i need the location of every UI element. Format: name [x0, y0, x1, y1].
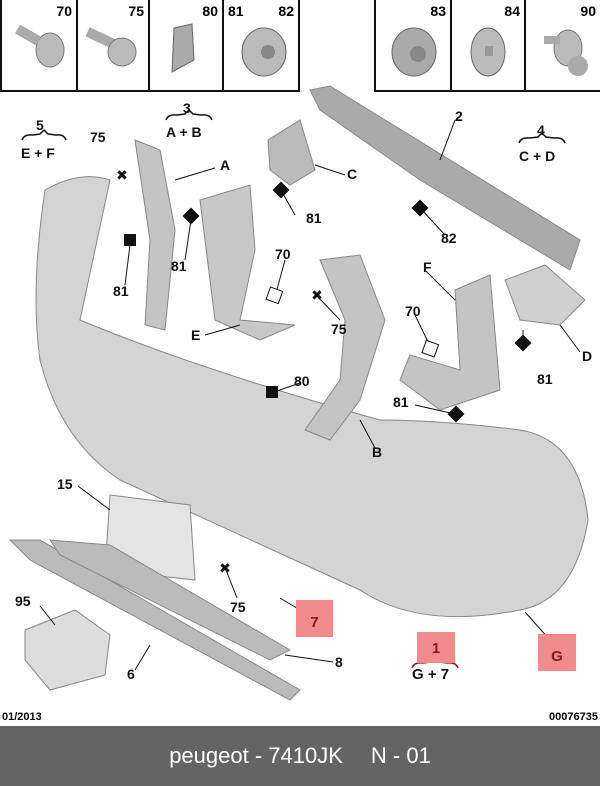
- callout-82: 82: [441, 230, 457, 246]
- bracket-e: [199, 184, 296, 341]
- exploded-diagram: ✖ ✖ ✖: [8, 85, 589, 701]
- callout-A: A: [220, 157, 231, 173]
- callout-80: 80: [294, 373, 310, 389]
- diagram-date: 01/2013: [2, 711, 42, 723]
- callout-81: 81: [537, 371, 553, 387]
- highlight-part-7[interactable]: 7: [296, 600, 333, 637]
- push-clip-icon: [544, 29, 588, 76]
- screw-icon: [85, 27, 137, 67]
- svg-text:✖: ✖: [219, 561, 231, 577]
- lower-trim-8: [49, 539, 292, 661]
- clip-nut-icon: [171, 23, 195, 73]
- fastener-box-90[interactable]: 90: [524, 0, 600, 92]
- bracket-b: [304, 254, 386, 441]
- bumper-cover: [35, 176, 589, 618]
- footer-page: N - 01: [370, 743, 431, 768]
- washer-icon: [470, 27, 506, 77]
- bracket-f: [399, 274, 501, 411]
- fastener-box-80[interactable]: 80: [148, 0, 224, 92]
- fastener-box-83[interactable]: 83: [374, 0, 452, 92]
- flange-nut-icon: [241, 27, 287, 77]
- nut-icon: [391, 27, 437, 77]
- svg-text:✖: ✖: [311, 288, 323, 304]
- fastener-box-70[interactable]: 70: [0, 0, 78, 92]
- callout-3-sub: A + B: [166, 124, 202, 140]
- callout-70: 70: [275, 246, 291, 262]
- clip-kit-95: [24, 609, 111, 691]
- footer-part-number: peugeot - 7410JK: [169, 743, 343, 768]
- leader-lines: [39, 119, 581, 671]
- callout-6: 6: [127, 666, 135, 682]
- fastener-box-84[interactable]: 84: [450, 0, 526, 92]
- callout-95: 95: [15, 593, 31, 609]
- clip-icon: [15, 24, 65, 68]
- callout-81: 81: [393, 394, 409, 410]
- footer-bar: peugeot - 7410JK N - 01: [0, 726, 600, 786]
- callout-75: 75: [331, 321, 347, 337]
- callout-81: 81: [113, 283, 129, 299]
- fastener-markers: [124, 181, 532, 423]
- diagram-reference: 00076735: [549, 711, 598, 723]
- callout-E: E: [191, 327, 201, 343]
- callout-5-sub: E + F: [21, 145, 55, 161]
- callout-75: 75: [90, 129, 106, 145]
- callout-1-sub: G + 7: [412, 666, 450, 683]
- callout-D: D: [582, 348, 593, 364]
- bracket-c: [267, 119, 316, 186]
- callout-81: 81: [171, 258, 187, 274]
- callout-70: 70: [405, 303, 421, 319]
- svg-text:✖: ✖: [116, 168, 128, 184]
- callout-4: 4: [537, 122, 545, 138]
- callout-C: C: [347, 166, 358, 182]
- callout-81: 81: [306, 210, 322, 226]
- highlight-part-1[interactable]: 1: [417, 632, 455, 663]
- callout-3: 3: [183, 100, 191, 116]
- highlight-part-G[interactable]: G: [538, 634, 576, 671]
- callout-B: B: [372, 444, 383, 460]
- callout-2: 2: [455, 108, 463, 124]
- reinforcement-beam: [309, 85, 581, 271]
- callout-75: 75: [230, 599, 246, 615]
- callout-8: 8: [335, 654, 343, 670]
- callout-F: F: [423, 259, 432, 275]
- callout-15: 15: [57, 476, 73, 492]
- callout-4-sub: C + D: [519, 148, 556, 164]
- callout-5: 5: [36, 117, 44, 133]
- bracket-d: [504, 264, 586, 326]
- bracket-a: [134, 139, 176, 331]
- lower-grille-6: [8, 539, 301, 701]
